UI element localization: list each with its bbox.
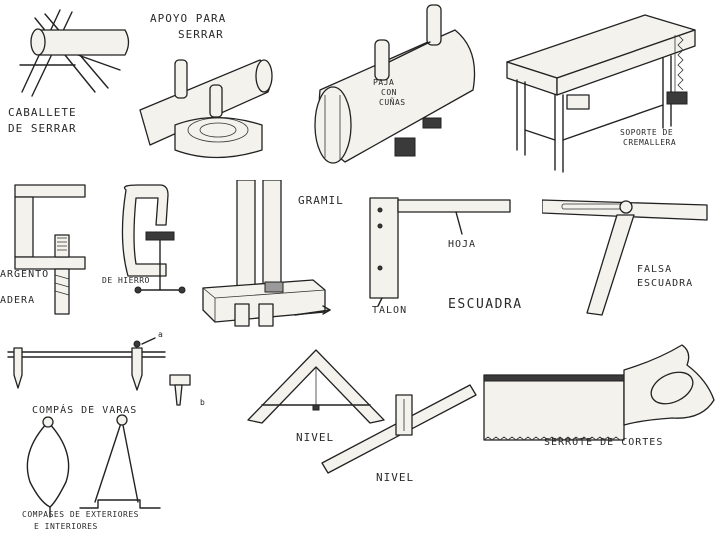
label-paja-2: CON [381, 88, 397, 97]
workbench-illustration [506, 14, 696, 173]
label-a: a [158, 330, 164, 339]
levels-illustration [247, 349, 477, 474]
label-compas-varas: COMPÁS DE VARAS [32, 405, 138, 416]
panel-bevel: FALSA ESCUADRA [542, 185, 720, 325]
label-nivel-1: NIVEL [296, 431, 335, 444]
label-sargento-1: ARGENTO [0, 269, 50, 280]
label-soporte-2: CREMALLERA [623, 138, 677, 147]
label-compases-1: COMPASES DE EXTERIORES [22, 510, 139, 519]
trammel-illustration [7, 337, 191, 406]
label-falsa-2: ESCUADRA [637, 278, 694, 289]
panel-marking-gauge: GRAMIL [195, 180, 355, 340]
label-gramil: GRAMIL [298, 194, 344, 207]
panel-workbench: SOPORTE DE CREMALLERA [495, 0, 720, 180]
label-soporte-1: SOPORTE DE [620, 128, 674, 137]
label-b: b [200, 398, 206, 407]
square-illustration [369, 197, 511, 307]
label-paja-1: PAJA [373, 78, 395, 87]
label-paja-3: CUÑAS [379, 98, 406, 107]
calipers-illustration [26, 414, 161, 518]
label-talon: TALON [372, 305, 408, 316]
panel-saw: SERROTE DE CORTES [482, 340, 720, 490]
label-compases-2: E INTERIORES [34, 522, 98, 531]
bevel-illustration [542, 199, 708, 316]
label-hoja: HOJA [448, 239, 477, 250]
label-sargento-2: ADERA [0, 295, 36, 306]
label-caballete-2: DE SERRAR [8, 122, 77, 135]
panel-iron-clamp: DE HIERRO [98, 180, 198, 320]
label-apoyo-2: SERRAR [178, 28, 224, 41]
panel-sawhorse: CABALLETE DE SERRAR APOYO PARA SERRAR [0, 0, 275, 172]
log-wedges-illustration [314, 4, 476, 164]
iron-clamp-illustration [121, 184, 186, 294]
label-escuadra: ESCUADRA [448, 297, 523, 312]
label-nivel-2: NIVEL [376, 471, 415, 484]
panel-square: HOJA TALON ESCUADRA [358, 188, 538, 318]
label-falsa-1: FALSA [637, 264, 673, 275]
wood-clamp-illustration [14, 184, 86, 315]
label-hierro: DE HIERRO [102, 276, 150, 285]
label-caballete-1: CABALLETE [8, 106, 77, 119]
label-serrote: SERROTE DE CORTES [544, 437, 664, 448]
panel-wood-clamp: ARGENTO ADERA [0, 180, 95, 320]
saw-illustration [483, 344, 715, 441]
panel-trammel: a b COMPÁS DE VARAS [0, 330, 210, 420]
panel-calipers: COMPASES DE EXTERIORES E INTERIORES [0, 412, 240, 540]
label-apoyo-1: APOYO PARA [150, 12, 227, 25]
panel-levels: NIVEL NIVEL [240, 345, 485, 490]
panel-log-wedges: PAJA CON CUÑAS [305, 0, 485, 172]
sawhorse-illustration [19, 9, 273, 159]
marking-gauge-illustration [202, 180, 331, 327]
